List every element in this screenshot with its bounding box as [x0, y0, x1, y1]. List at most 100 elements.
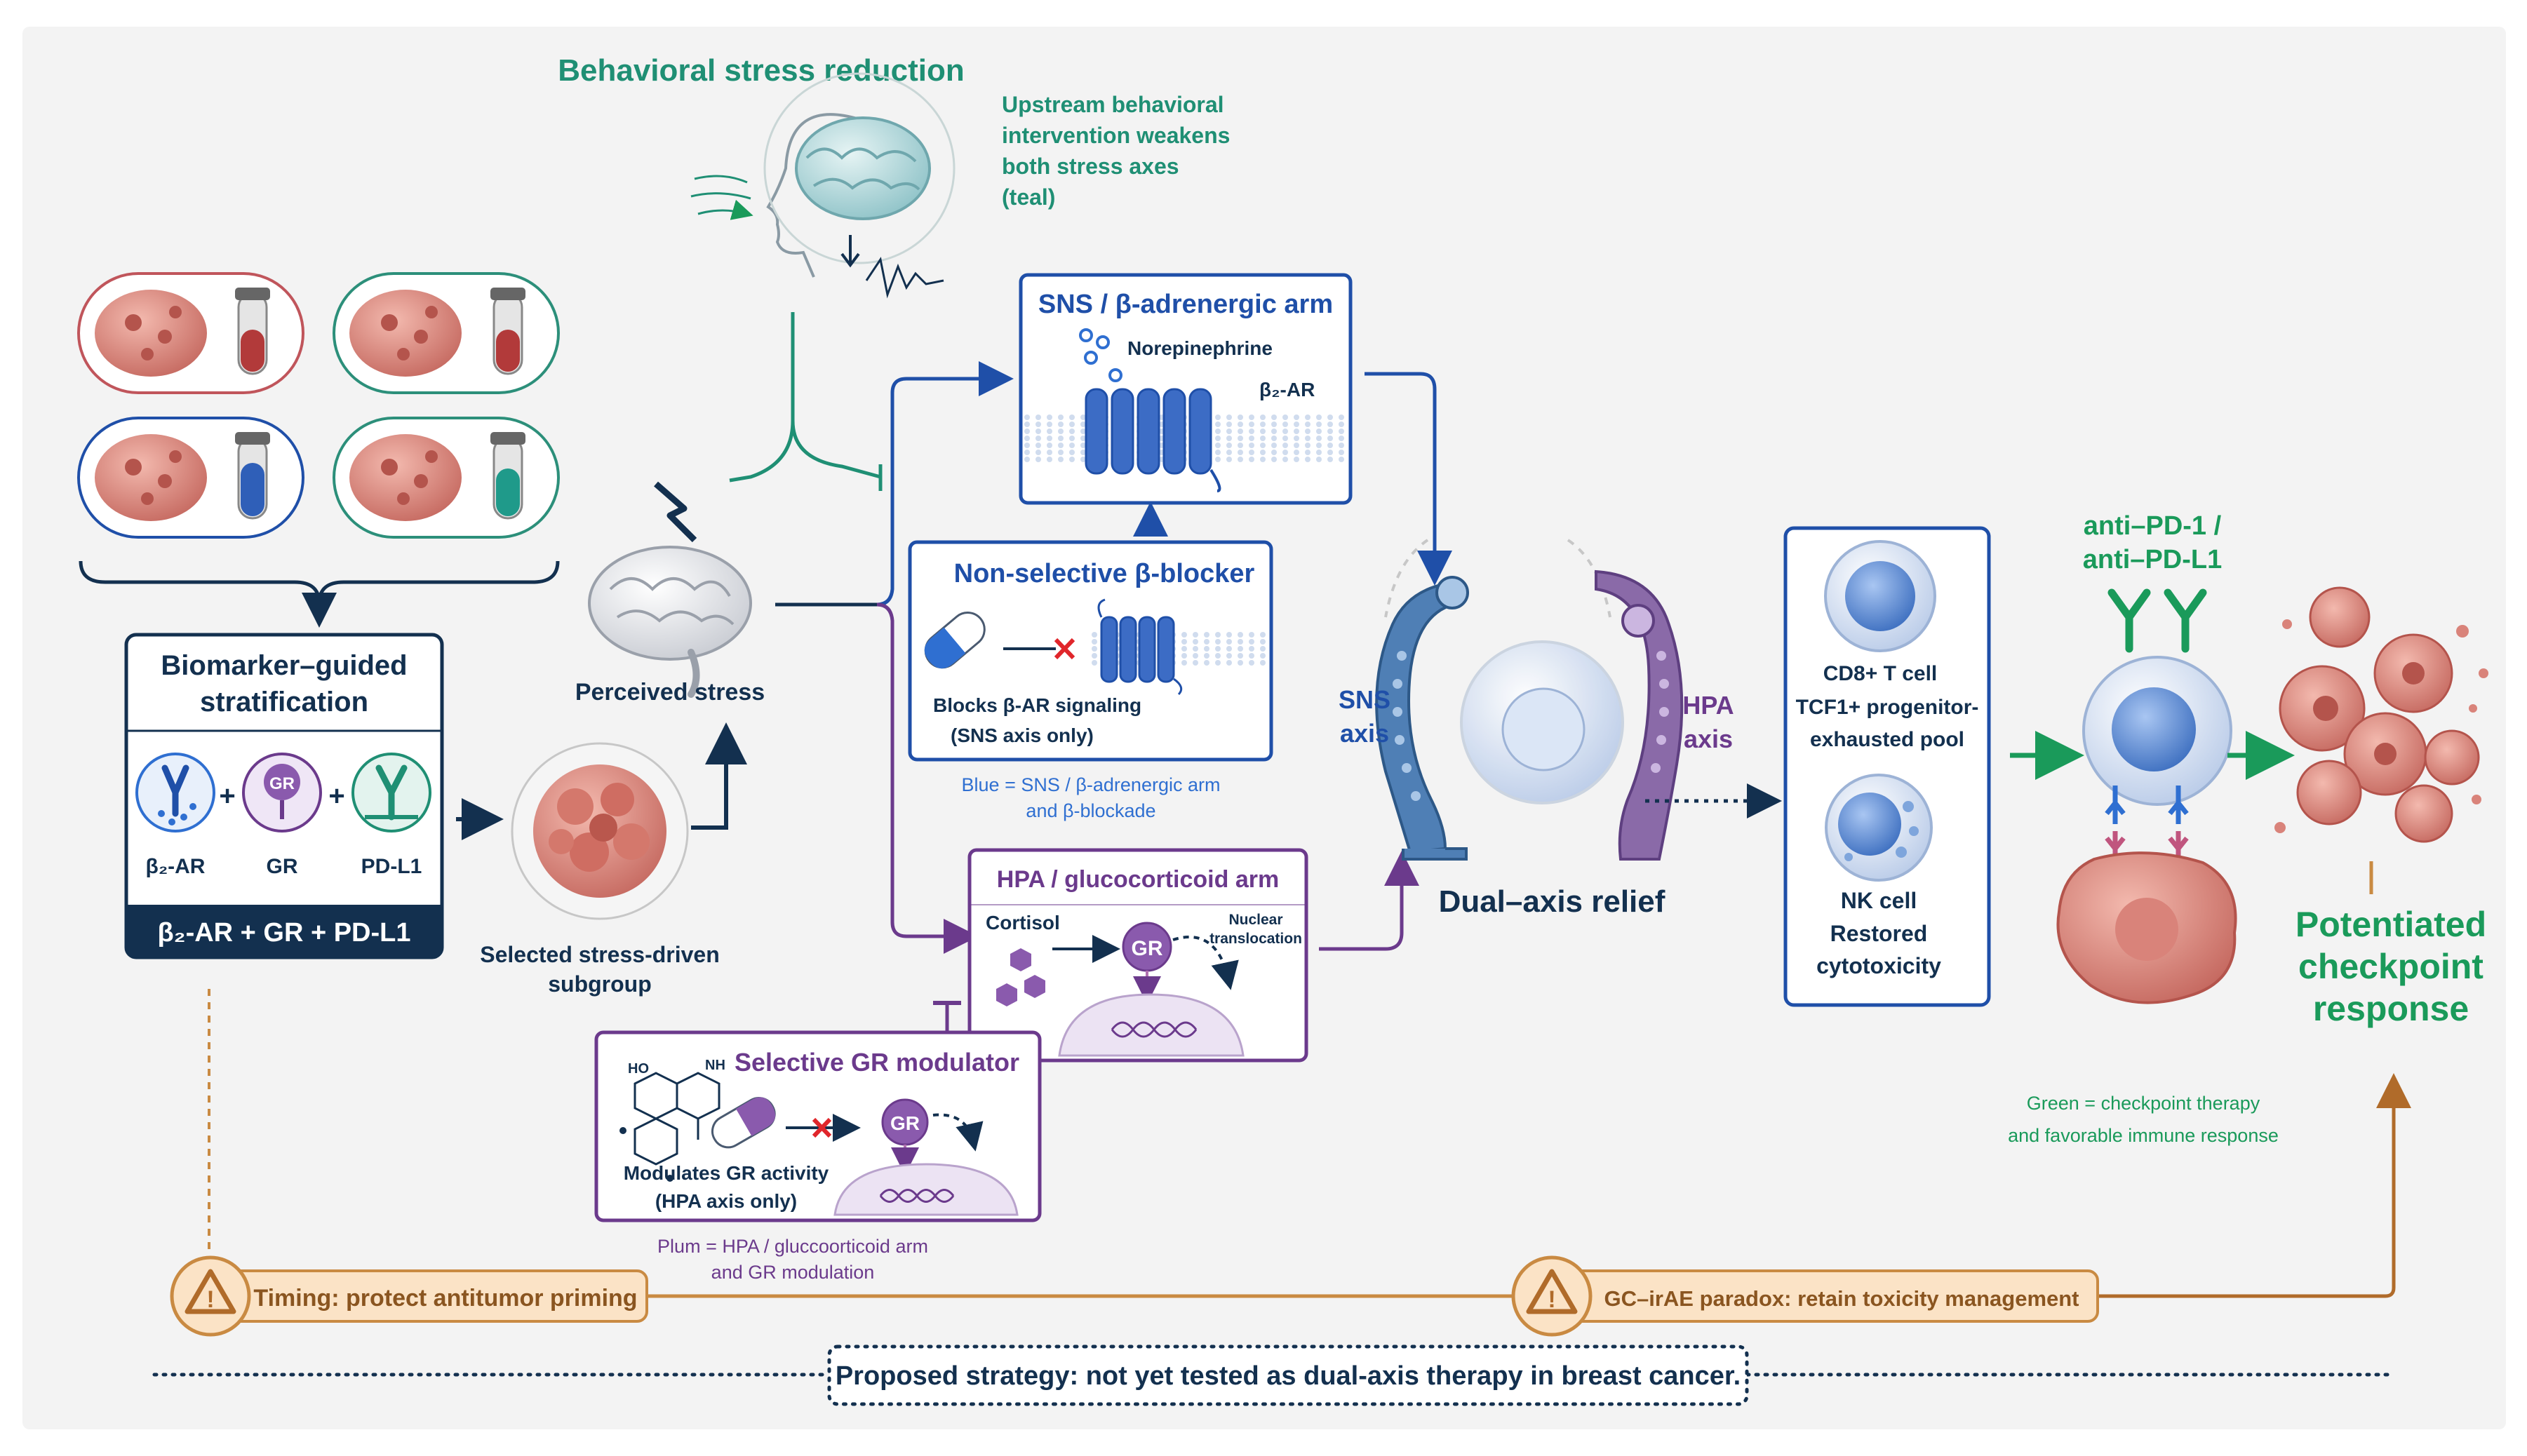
timing-warning-banner: ! Timing: protect antitumor priming — [170, 1255, 648, 1337]
beta-blocker-box: Non-selective β-blocker Blocks β-AR sign… — [908, 540, 1273, 762]
stress-to-sns-arrow — [876, 361, 1014, 607]
sample-pill-3 — [77, 417, 304, 539]
potentiated-line-2: checkpoint — [2298, 947, 2484, 986]
dual-axis-relief-graphic — [1375, 539, 1684, 861]
hpa-axis-label-line-1: HPA — [1682, 691, 1734, 720]
gr-badge-label: GR — [269, 774, 295, 793]
nk-cell-icon — [1825, 774, 1933, 882]
warning-triangle-icon — [185, 1269, 236, 1314]
pd-l1-icon — [351, 753, 431, 833]
gr-receptor-icon: GR — [242, 753, 322, 833]
cortisol-label: Cortisol — [986, 912, 1060, 933]
sns-arm-title: SNS / β-adrenergic arm — [1038, 290, 1333, 319]
chem-label-ho: HO — [628, 1061, 649, 1077]
biomarker-footer: β₂-AR + GR + PD-L1 — [157, 918, 410, 948]
label-pd-l1: PD-L1 — [361, 855, 422, 878]
beta2-ar-seven-transmembrane-icon — [1085, 388, 1221, 492]
translocation-label-line-1: Nuclear — [1228, 912, 1282, 928]
green-note-line-1: Green = checkpoint therapy — [2027, 1093, 2260, 1114]
beta-blocker-desc-line-2: (SNS axis only) — [951, 724, 1094, 746]
behavioral-note-line-2: intervention weakens — [1002, 123, 1230, 148]
paradox-warning-banner: ! GC–irAE paradox: retain toxicity manag… — [1511, 1255, 2099, 1337]
label-gr: GR — [267, 855, 298, 878]
nk-label-line-3: cytotoxicity — [1816, 953, 1941, 978]
dying-tumor-cluster-icon — [2274, 586, 2488, 843]
label-beta2-ar: β₂-AR — [146, 855, 206, 878]
potentiated-line-1: Potentiated — [2295, 905, 2486, 944]
antibody-icon-right — [2164, 588, 2207, 653]
behavioral-title: Behavioral stress reduction — [558, 53, 965, 88]
blocked-beta-ar-icon — [1097, 598, 1183, 696]
t-cell-with-checkpoint-icon — [2082, 656, 2232, 859]
hpa-axis-clamp — [1595, 569, 1684, 861]
immune-cells-box: CD8+ T cell TCF1+ progenitor- exhausted … — [1783, 526, 1991, 1007]
sample-pill-4 — [333, 417, 560, 539]
paradox-warning-symbol: ! — [1548, 1286, 1555, 1313]
perceived-stress-label: Perceived stress — [575, 679, 765, 706]
subgroup-label-line-1: Selected stress-driven — [480, 942, 720, 967]
potentiated-line-3: response — [2313, 989, 2469, 1028]
behavioral-note-line-4: (teal) — [1002, 184, 1055, 210]
norepinephrine-label: Norepinephrine — [1127, 337, 1273, 359]
behavioral-note-line-1: Upstream behavioral — [1002, 92, 1224, 117]
sns-axis-label-line-1: SNS — [1339, 685, 1390, 714]
beta-blocker-desc-line-1: Blocks β-AR signaling — [933, 694, 1141, 716]
antibody-icon-left — [2107, 588, 2151, 653]
stress-to-hpa-arrow — [876, 602, 979, 954]
chem-label-nh: NH — [705, 1058, 725, 1073]
hpa-axis-label-line-2: axis — [1684, 724, 1733, 753]
chemical-structure-icon: HO NH — [619, 1058, 725, 1182]
gr-modulator-desc-line-1: Modulates GR activity — [624, 1162, 829, 1184]
perceived-stress-brain-icon — [588, 481, 752, 698]
sns-axis-clamp — [1375, 576, 1469, 861]
sample-pill-2 — [333, 272, 560, 394]
hpa-arm-box: HPA / glucocorticoid arm Cortisol GR Nuc… — [967, 848, 1308, 1063]
beta2-ar-receptor-icon — [135, 753, 215, 833]
behavioral-note-line-3: both stress axes — [1002, 154, 1179, 179]
gr-modulator-title: Selective GR modulator — [735, 1048, 1019, 1077]
gr-modulator-gr-badge: GR — [890, 1112, 920, 1134]
capsule-pill-icon — [924, 612, 986, 669]
behavioral-head-brain-icon — [690, 72, 956, 299]
tumor-cell-icon — [2056, 851, 2237, 1004]
plum-note-line-1: Plum = HPA / gluccoorticoid arm — [657, 1236, 928, 1257]
plus-sign-1: + — [219, 781, 235, 811]
timing-warning-symbol: ! — [206, 1286, 214, 1313]
gr-modulator-capsule-icon — [711, 1096, 776, 1149]
biomarker-stratification-box: Biomarker–guided stratification + GR + β… — [124, 633, 444, 959]
beta-blocker-title: Non-selective β-blocker — [954, 559, 1255, 588]
paradox-warning-text: GC–irAE paradox: retain toxicity managem… — [1604, 1286, 2079, 1311]
green-note-line-2: and favorable immune response — [2008, 1125, 2279, 1146]
stress-driven-subgroup-tumor — [511, 742, 689, 920]
blue-note-line-1: Blue = SNS / β-adrenergic arm — [962, 774, 1221, 795]
anti-pd-label-line-2: anti–PD-L1 — [2083, 545, 2222, 574]
anti-pd-label-line-1: anti–PD-1 / — [2084, 511, 2222, 541]
nk-label-line-1: NK cell — [1841, 888, 1917, 913]
dual-axis-relief-title: Dual–axis relief — [1439, 884, 1665, 919]
hpa-gr-badge: GR — [1132, 937, 1163, 960]
cortisol-molecules-icon — [996, 948, 1045, 1006]
sns-arm-box: SNS / β-adrenergic arm Norepinephrine β₂… — [1019, 273, 1353, 505]
proposed-strategy-box: Proposed strategy: not yet tested as dua… — [827, 1344, 1749, 1406]
hpa-arm-title: HPA / glucocorticoid arm — [997, 866, 1279, 893]
nk-label-line-2: Restored — [1830, 921, 1928, 946]
cd8-label-line-2: TCF1+ progenitor- — [1796, 696, 1979, 719]
translocation-label-line-2: translocation — [1209, 931, 1302, 947]
sns-axis-label-line-2: axis — [1340, 719, 1389, 748]
timing-warning-text: Timing: protect antitumor priming — [253, 1285, 637, 1312]
beta2-ar-receptor-label: β₂-AR — [1259, 379, 1315, 400]
plum-note-line-2: and GR modulation — [711, 1262, 875, 1283]
warning-triangle-icon — [1526, 1269, 1578, 1314]
biomarker-title-line-2: stratification — [200, 687, 368, 717]
biomarker-title-line-1: Biomarker–guided — [161, 650, 407, 681]
proposed-strategy-text: Proposed strategy: not yet tested as dua… — [836, 1361, 1741, 1391]
plus-sign-2: + — [328, 781, 344, 811]
gr-modulator-desc-line-2: (HPA axis only) — [655, 1190, 797, 1212]
cd8-label-line-1: CD8+ T cell — [1823, 662, 1938, 685]
gr-modulator-box: Selective GR modulator HO NH GR Modulate… — [594, 1030, 1042, 1222]
cd8-t-cell-icon — [1824, 540, 1936, 652]
blue-note-line-2: and β-blockade — [1026, 800, 1155, 821]
cd8-label-line-3: exhausted pool — [1810, 728, 1964, 751]
sample-pill-1 — [77, 272, 304, 394]
